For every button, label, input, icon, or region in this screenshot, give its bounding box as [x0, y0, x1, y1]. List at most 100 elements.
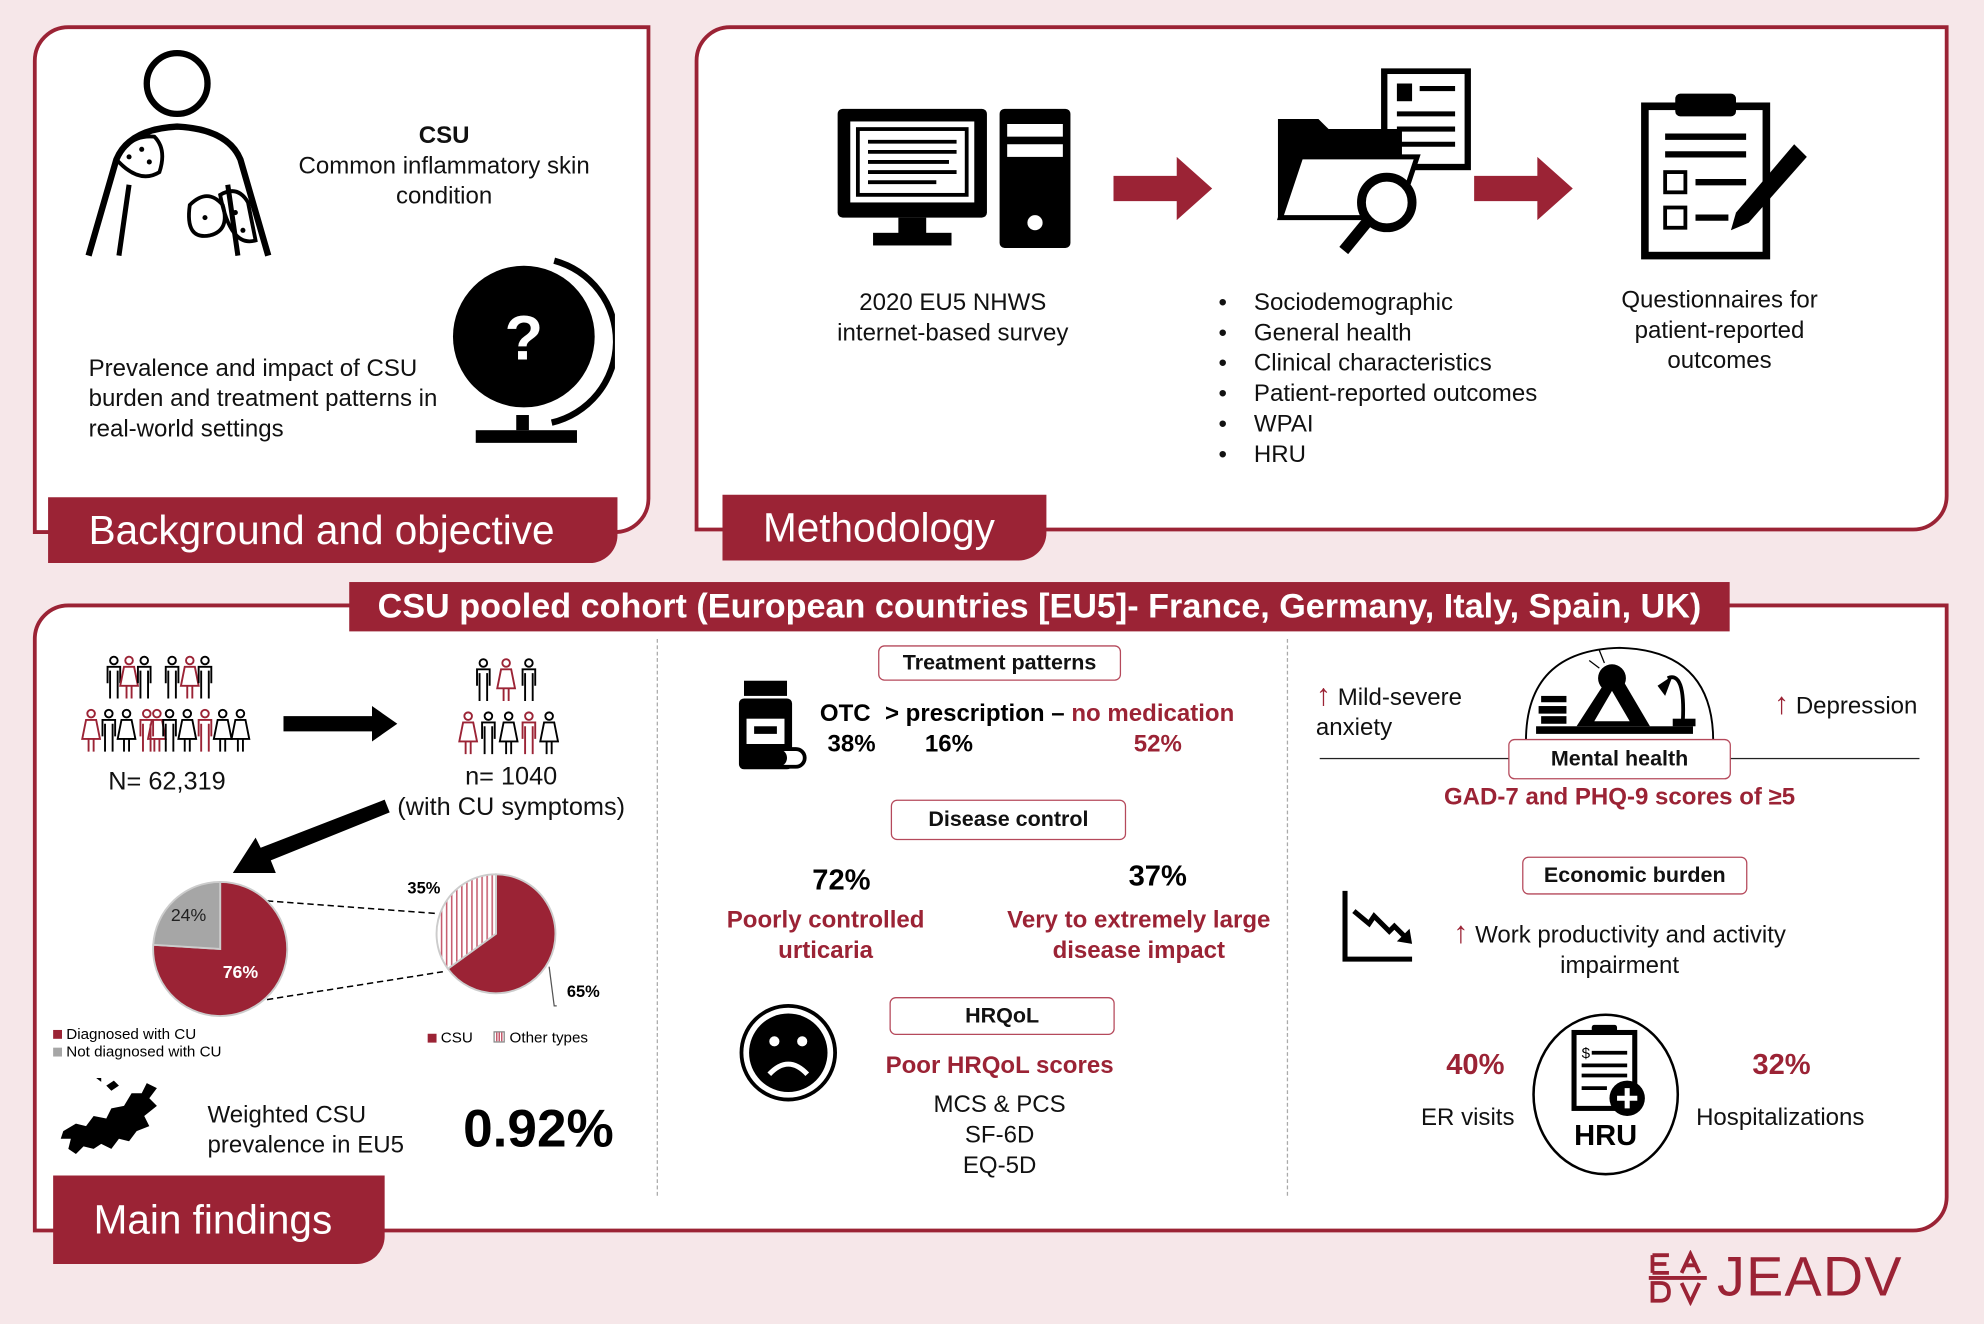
male-person-icon	[106, 655, 122, 699]
svg-text:$: $	[1582, 1045, 1591, 1062]
male-person-icon	[136, 655, 152, 699]
diagnosis-pie-charts	[152, 873, 557, 1017]
prevalence-value: 0.92%	[463, 1098, 614, 1158]
male-person-icon	[162, 708, 177, 752]
mental-scores: GAD-7 and PHQ-9 scores of ≥5	[1443, 784, 1796, 812]
methodology-item: Clinical characteristics	[1218, 349, 1598, 379]
methodology-item: General health	[1218, 319, 1598, 349]
otc-value: 38%	[827, 731, 876, 758]
computer-icon	[837, 108, 1071, 248]
poorly-controlled-label: Poorly controlled urticaria	[726, 907, 925, 965]
survey-text: 2020 EU5 NHWS internet-based survey	[837, 289, 1069, 347]
male-person-icon	[164, 655, 180, 699]
er-value: 40%	[1446, 1047, 1505, 1081]
arrow-down-left-icon	[232, 799, 390, 874]
cohort-banner: CSU pooled cohort (European countries [E…	[349, 582, 1730, 632]
pie-label-76: 76%	[222, 961, 259, 982]
pie-slice-other-types	[435, 873, 497, 971]
hru-clipboard-icon: $	[1532, 1013, 1680, 1176]
pie-slice-not-diagnosed	[152, 880, 222, 950]
no-medication-label: no medication	[1071, 700, 1235, 728]
female-person-icon	[119, 655, 140, 699]
disease-impact-value: 37%	[1128, 859, 1187, 893]
female-person-icon	[458, 711, 479, 755]
pie-label-65: 65%	[566, 981, 600, 1001]
svg-text:?: ?	[505, 303, 544, 373]
medicine-bottle-icon	[738, 680, 807, 770]
treatment-patterns-header: Treatment patterns	[878, 645, 1122, 681]
stressed-person-icon	[1525, 646, 1715, 742]
increase-arrow-icon: ↑	[1773, 687, 1790, 722]
female-person-icon	[230, 708, 251, 752]
pie-label-24: 24%	[170, 904, 207, 925]
no-medication-value: 52%	[1133, 731, 1182, 758]
female-person-icon	[116, 708, 137, 752]
csu-title: CSU	[418, 122, 470, 150]
hrqol-item: SF-6D	[964, 1122, 1035, 1149]
prescription-value: 16%	[924, 731, 974, 758]
column-divider	[1286, 638, 1289, 1196]
main-findings-label: Main findings	[53, 1175, 385, 1265]
legend-other-types: Other types	[493, 1029, 588, 1047]
population-people-icon	[81, 655, 251, 752]
female-person-icon	[177, 708, 198, 752]
wpai-label: Work productivity and activity impairmen…	[1475, 922, 1786, 980]
methodology-label: Methodology	[722, 494, 1047, 561]
legend-not-diagnosed: Not diagnosed with CU	[53, 1043, 222, 1060]
methodology-item: HRU	[1218, 440, 1598, 470]
female-person-icon	[146, 708, 167, 752]
increase-arrow-icon: ↑	[1453, 916, 1469, 951]
questionnaires-text: Questionnaires for patient-reported outc…	[1621, 287, 1818, 375]
hru-label: HRU	[1574, 1118, 1638, 1152]
clipboard-questionnaire-icon	[1641, 93, 1807, 260]
female-person-icon	[498, 711, 519, 755]
europe-map-icon	[60, 1078, 157, 1154]
methodology-item: Sociodemographic	[1218, 288, 1598, 318]
male-person-icon	[139, 708, 155, 752]
male-person-icon	[481, 711, 496, 755]
male-person-icon	[521, 658, 537, 701]
increase-arrow-icon: ↑	[1315, 678, 1332, 713]
disease-impact-label: Very to extremely large disease impact	[1007, 907, 1271, 965]
male-person-icon	[197, 708, 213, 752]
globe-question-icon: ?	[452, 257, 615, 443]
female-person-icon	[179, 655, 200, 699]
arrow-right-icon	[1113, 156, 1213, 221]
csu-description: Common inflammatory skin condition	[298, 153, 590, 211]
otc-label: OTC	[819, 700, 871, 728]
male-person-icon	[101, 708, 117, 752]
hrqol-header: HRQoL	[889, 997, 1115, 1036]
objective-text: Prevalence and impact of CSU burden and …	[88, 355, 438, 443]
subset-note: (with CU symptoms)	[397, 793, 626, 822]
prescription-label: > prescription –	[884, 700, 1065, 728]
methodology-list: Sociodemographic General health Clinical…	[1218, 288, 1598, 470]
subset-count: n= 1040	[465, 762, 558, 791]
pie-slice-diagnosed	[152, 880, 289, 1017]
background-label: Background and objective	[48, 497, 618, 564]
female-person-icon	[496, 658, 517, 701]
male-person-icon	[521, 711, 537, 755]
legend-csu: CSU	[427, 1029, 473, 1047]
jeadv-logo-mark-icon	[1648, 1250, 1707, 1306]
arrow-right-icon	[283, 706, 398, 742]
arrow-right-icon	[1474, 156, 1573, 221]
prevalence-label: Weighted CSU prevalence in EU5	[207, 1102, 404, 1160]
hospitalization-value: 32%	[1752, 1047, 1811, 1081]
pie-label-35: 35%	[407, 878, 441, 898]
pie-slice-csu	[446, 873, 557, 995]
depression-label: Depression	[1795, 693, 1918, 720]
female-person-icon	[539, 711, 560, 755]
hrqol-headline: Poor HRQoL scores	[885, 1052, 1114, 1080]
sad-face-icon	[739, 1004, 837, 1102]
male-person-icon	[197, 655, 213, 699]
female-person-icon	[81, 708, 102, 752]
cu-subset-people-icon	[458, 658, 560, 755]
hospitalization-label: Hospitalizations	[1696, 1104, 1865, 1132]
economic-burden-header: Economic burden	[1522, 856, 1748, 895]
hrqol-item: EQ-5D	[962, 1152, 1037, 1180]
declining-chart-icon	[1342, 890, 1413, 962]
er-label: ER visits	[1420, 1104, 1515, 1132]
mental-health-header: Mental health	[1508, 738, 1731, 780]
total-population: N= 62,319	[108, 768, 226, 796]
legend-diagnosed: Diagnosed with CU	[53, 1025, 221, 1043]
